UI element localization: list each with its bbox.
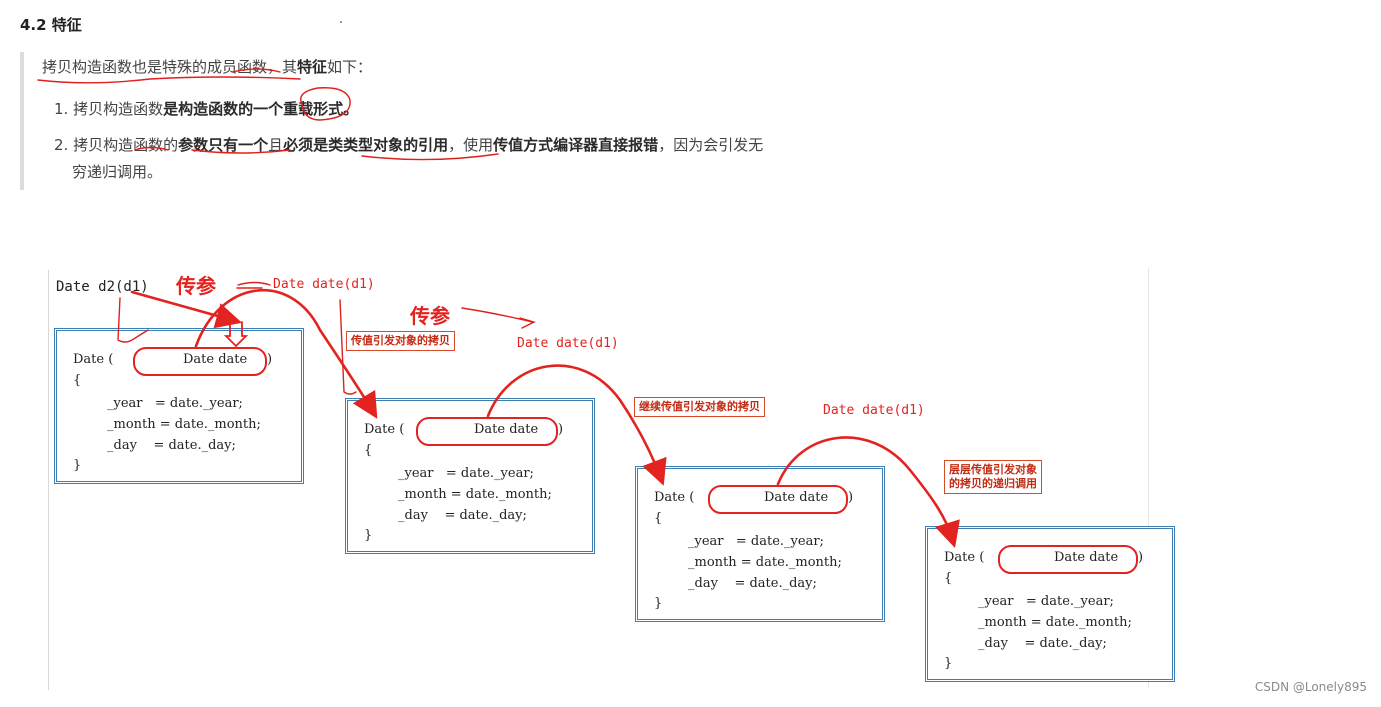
frame-line-day: _day = date._day;	[978, 636, 1107, 651]
arg-note-2: Date date(d1)	[517, 336, 619, 351]
copy-label-3-line2: 的拷贝的递归调用	[949, 477, 1037, 490]
frame-line-day: _day = date._day;	[398, 508, 527, 523]
list-text: 且	[268, 136, 284, 154]
list-bold: 参数只有一个	[178, 136, 269, 154]
frame-line-year: _year = date._year;	[398, 466, 534, 481]
intro-b: 特征	[297, 58, 328, 76]
copy-label-3: 层层传值引发对象 的拷贝的递归调用	[944, 460, 1042, 494]
list-bold: 传值方式编译器直接报错	[493, 136, 659, 154]
frame-line-day: _day = date._day;	[107, 438, 236, 453]
list-item-2-cont: 穷递归调用。	[72, 163, 163, 181]
stray-dot	[340, 21, 342, 23]
frame-open-brace: {	[654, 511, 663, 526]
pass-param-label-1: 传参	[176, 274, 216, 298]
list-num: 2.	[54, 136, 69, 154]
copy-label-1: 传值引发对象的拷贝	[346, 331, 455, 351]
pass-param-label-2: 传参	[410, 304, 450, 328]
param-highlight	[133, 347, 267, 376]
call-frame-3: Date ( Date date ) { _year = date._year;…	[635, 466, 885, 622]
frame-open-brace: {	[944, 571, 953, 586]
frame-sig-suffix: )	[848, 490, 854, 505]
list-text: ，因为会引发无	[658, 136, 764, 154]
list-item-2: 2. 拷贝构造函数的参数只有一个且必须是类类型对象的引用，使用传值方式编译器直接…	[54, 134, 763, 155]
csdn-watermark: CSDN @Lonely895	[1254, 680, 1367, 694]
param-highlight	[998, 545, 1138, 574]
frame-line-month: _month = date._month;	[978, 615, 1132, 630]
frame-open-brace: {	[364, 443, 373, 458]
frame-sig-prefix: Date (	[364, 422, 405, 437]
list-bold: 是构造函数的一个重载形式。	[163, 100, 359, 118]
frame-line-year: _year = date._year;	[688, 534, 824, 549]
frame-sig-prefix: Date (	[73, 352, 114, 367]
blockquote-bar	[20, 52, 904, 190]
section-heading: 4.2 特征	[20, 16, 82, 34]
frame-close-brace: }	[364, 528, 373, 543]
frame-line-year: _year = date._year;	[107, 396, 243, 411]
arg-note-1: Date date(d1)	[273, 277, 375, 292]
frame-sig-prefix: Date (	[944, 550, 985, 565]
param-highlight	[416, 417, 558, 446]
frame-sig-param: Date date	[1054, 550, 1119, 565]
frame-sig-prefix: Date (	[654, 490, 695, 505]
frame-close-brace: }	[944, 656, 953, 671]
arg-note-3: Date date(d1)	[823, 403, 925, 418]
frame-sig-param: Date date	[183, 352, 248, 367]
copy-label-3-line1: 层层传值引发对象	[949, 463, 1037, 476]
frame-sig-suffix: )	[1138, 550, 1144, 565]
frame-sig-suffix: )	[558, 422, 564, 437]
frame-sig-param: Date date	[474, 422, 539, 437]
frame-line-month: _month = date._month;	[107, 417, 261, 432]
call-frame-1: Date ( Date date ) { _year = date._year;…	[54, 328, 304, 484]
list-num: 1.	[54, 100, 69, 118]
list-item-1: 1. 拷贝构造函数是构造函数的一个重载形式。	[54, 98, 358, 119]
diagram-left-rule	[48, 270, 49, 690]
diagram-right-rule	[1148, 268, 1149, 688]
list-text: 拷贝构造函数	[73, 100, 164, 118]
copy-label-2: 继续传值引发对象的拷贝	[634, 397, 765, 417]
intro-c: 如下：	[327, 58, 373, 76]
list-text: 拷贝构造函数的	[73, 136, 179, 154]
frame-line-month: _month = date._month;	[688, 555, 842, 570]
frame-line-day: _day = date._day;	[688, 576, 817, 591]
list-text: ，使用	[448, 136, 494, 154]
frame-close-brace: }	[654, 596, 663, 611]
param-highlight	[708, 485, 848, 514]
call-frame-2: Date ( Date date ) { _year = date._year;…	[345, 398, 595, 554]
frame-sig-param: Date date	[764, 490, 829, 505]
frame-close-brace: }	[73, 458, 82, 473]
frame-sig-suffix: )	[267, 352, 273, 367]
start-code: Date d2(d1)	[56, 279, 149, 295]
list-bold: 必须是类类型对象的引用	[283, 136, 449, 154]
call-frame-4: Date ( Date date ) { _year = date._year;…	[925, 526, 1175, 682]
frame-line-year: _year = date._year;	[978, 594, 1114, 609]
frame-line-month: _month = date._month;	[398, 487, 552, 502]
frame-open-brace: {	[73, 373, 82, 388]
